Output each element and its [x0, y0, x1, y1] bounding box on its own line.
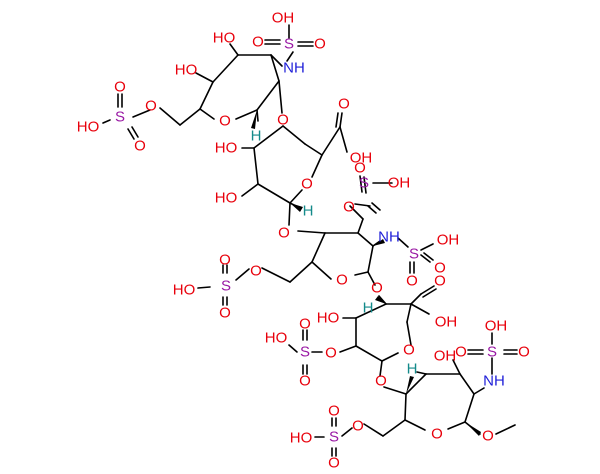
label-o-r5-sulf-a: O — [328, 403, 340, 420]
label-nh-mid: NH — [378, 229, 400, 246]
label-h-ring2: H — [303, 203, 314, 220]
label-oh-top: OH — [272, 10, 295, 27]
label-o-r3-a: O — [219, 252, 231, 269]
label-s-r3: S — [221, 278, 231, 295]
label-ho-r1-c3: HO — [213, 30, 236, 47]
label-o-sulf3-b: O — [343, 199, 355, 216]
label-ho-r4-sulf: HO — [265, 330, 288, 347]
label-oh-cooh1: OH — [350, 150, 373, 167]
label-s-top: S — [284, 36, 294, 53]
label-nh-r5: NH — [483, 373, 505, 390]
label-nh-top: NH — [283, 60, 305, 77]
label-o-r4-b: O — [299, 373, 311, 390]
label-o-link4: O — [375, 373, 387, 390]
label-ho-r4: HO — [317, 310, 340, 327]
label-o-mid-b: O — [434, 260, 446, 277]
label-o-r3-b: O — [219, 305, 231, 322]
label-o-ring4: O — [403, 342, 415, 359]
label-h-ring1: H — [251, 128, 262, 145]
label-h-ring4: H — [363, 300, 374, 317]
label-ho-r2-a: HO — [215, 140, 238, 157]
label-o-r5-ester: O — [352, 418, 364, 435]
label-oh-cooh2: OH — [435, 314, 458, 331]
label-o-ring3: O — [336, 272, 348, 289]
label-ho-r2-b: HO — [215, 190, 238, 207]
label-o-r5-sulf-b: O — [328, 455, 340, 472]
label-o-r5-b: O — [518, 344, 530, 361]
label-o-r3-ester: O — [250, 263, 262, 280]
label-o-link3: O — [371, 280, 383, 297]
label-ho-r1-c4: HO — [175, 62, 198, 79]
label-o-mid-a: O — [406, 273, 418, 290]
label-ho-r3-sulf: HO — [173, 282, 196, 299]
bond-layer — [102, 24, 518, 457]
label-o-r5-a: O — [455, 344, 467, 361]
label-ho-r1-sulf: HO — [77, 119, 100, 136]
label-o-ring5: O — [431, 426, 443, 443]
label-o-r4-ester: O — [325, 345, 337, 362]
label-oh-r5: OH — [434, 348, 457, 365]
label-o-link1: O — [277, 112, 289, 129]
label-s-r1: S — [115, 109, 125, 126]
label-o-top-a: O — [252, 34, 264, 51]
label-s-mid: S — [409, 246, 419, 263]
atom-labels: OH S O O NH HO HO O S O O HO O H O O OH … — [77, 10, 530, 472]
label-o-r1-a: O — [114, 79, 126, 96]
label-o-r1-b: O — [134, 138, 146, 155]
label-o-r1-ester: O — [145, 98, 157, 115]
label-oh-sulf3: OH — [388, 175, 411, 192]
label-o-cooh1: O — [338, 96, 350, 113]
label-o-top-b: O — [314, 36, 326, 53]
label-s-r4: S — [300, 344, 310, 361]
label-o-sulf3-a: O — [354, 160, 366, 177]
label-o-link2: O — [278, 225, 290, 242]
label-ho-r5-sulf: HO — [290, 430, 313, 447]
label-h-ring5: H — [407, 361, 418, 378]
label-oh-mid: OH — [437, 232, 460, 249]
label-o-r4-a: O — [299, 316, 311, 333]
label-o-cooh2: O — [434, 273, 446, 290]
label-o-ring1: O — [219, 113, 231, 130]
label-o-ring2: O — [301, 176, 313, 193]
label-s-sulf3: S — [359, 175, 369, 192]
label-o-methoxy: O — [482, 428, 494, 445]
label-s-r5: S — [487, 344, 497, 361]
label-oh-r5-sulf: OH — [485, 318, 508, 335]
label-s-r5-sulf: S — [329, 429, 339, 446]
